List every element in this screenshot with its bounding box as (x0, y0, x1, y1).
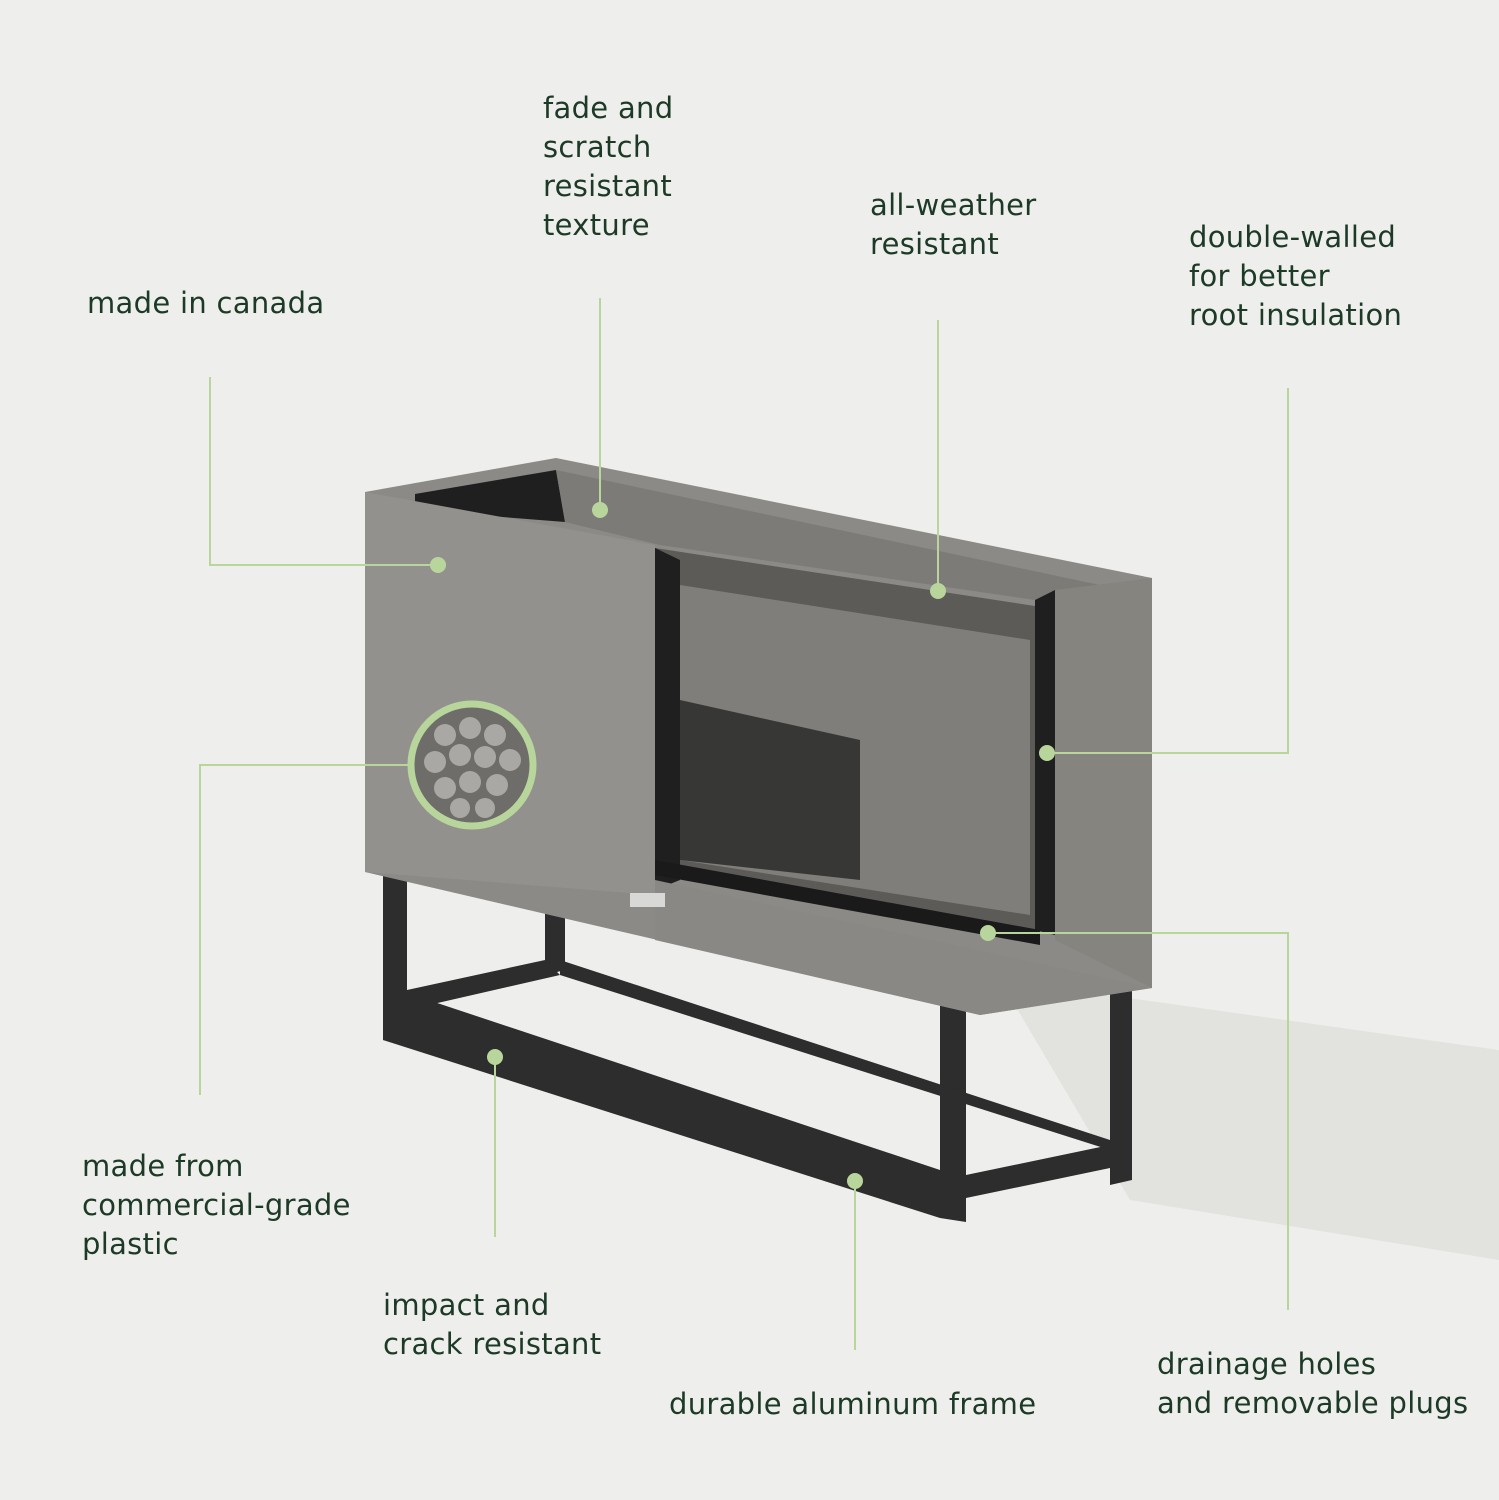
callout-made-in-canada: made in canada (87, 286, 325, 320)
leader-lines (199, 298, 1289, 1350)
callout-aluminum-frame: durable aluminum frame (669, 1387, 1037, 1421)
callout-fade-scratch: fade and scratch resistant texture (543, 91, 674, 242)
callout-drainage: drainage holes and removable plugs (1157, 1347, 1469, 1420)
callout-all-weather: all-weather resistant (870, 188, 1037, 261)
callout-impact-crack: impact and crack resistant (383, 1288, 602, 1361)
planter-body (365, 458, 1152, 1015)
callout-dots (430, 502, 1055, 1189)
brand-plate (630, 893, 665, 907)
callout-double-walled: double-walled for better root insulation (1189, 220, 1403, 332)
shadow (1000, 980, 1499, 1260)
callout-commercial-plastic: made from commercial-grade plastic (82, 1149, 351, 1261)
plastic-texture-circle (407, 700, 537, 830)
